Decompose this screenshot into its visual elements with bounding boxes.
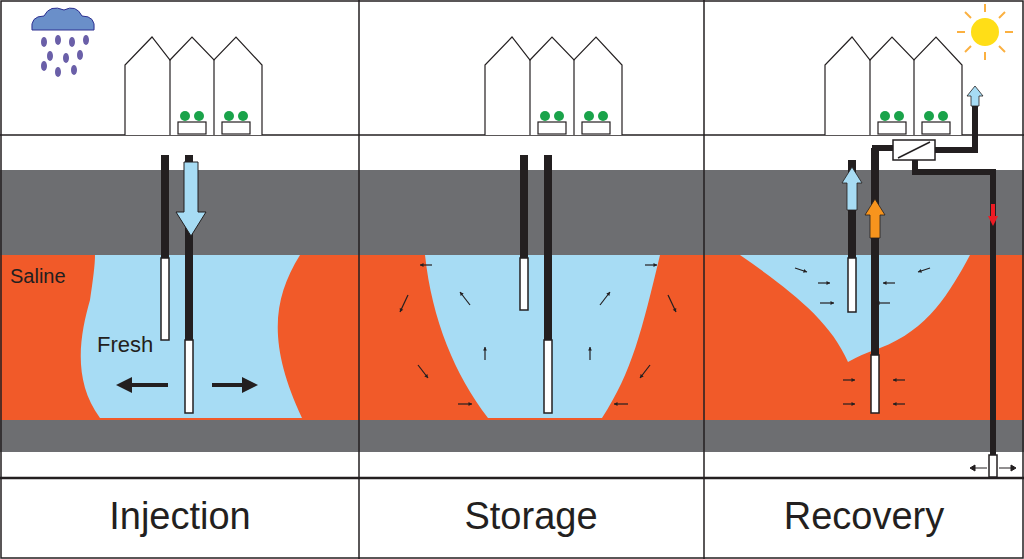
water-type-label: Fresh [97, 334, 153, 356]
confining-layer [0, 170, 1024, 255]
density-flow-arrow [400, 263, 676, 406]
flow-arrow [116, 377, 258, 393]
sun [957, 4, 1013, 60]
fresh-water-bubble [425, 255, 660, 418]
recovery-arrow [842, 167, 862, 210]
return-arrow [988, 204, 998, 226]
injection-arrow [176, 162, 206, 236]
pipe [872, 100, 993, 455]
heat-exchanger [893, 140, 935, 160]
stage-label: Recovery [784, 497, 945, 535]
flow-arrow [970, 465, 1016, 471]
recovery-arrow [865, 199, 885, 238]
well [520, 155, 552, 413]
stage-label: Storage [464, 497, 597, 535]
water-type-label: Saline [10, 266, 66, 286]
output-arrow [967, 86, 983, 106]
greenhouse [125, 37, 262, 135]
rain-cloud [32, 8, 95, 77]
stage-label: Injection [109, 497, 251, 535]
well-screen [989, 455, 997, 477]
saline-aquifer [0, 255, 1024, 420]
base-layer [0, 420, 1024, 452]
fresh-water-bubble [740, 255, 970, 362]
inflow-arrow [795, 268, 930, 406]
